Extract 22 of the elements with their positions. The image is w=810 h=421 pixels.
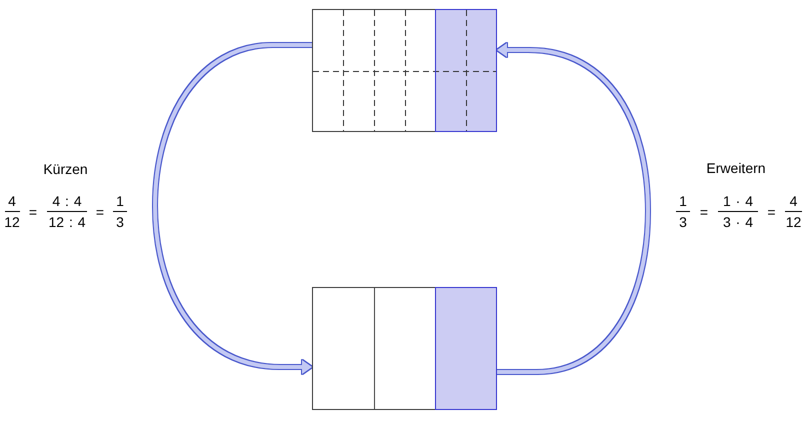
denominator: 3 · 4 bbox=[723, 214, 753, 230]
operation-label: Erweitern bbox=[706, 160, 766, 176]
equals-sign: = bbox=[767, 204, 776, 220]
divided-rectangle-drawing bbox=[312, 9, 497, 132]
denominator: 12 : 4 bbox=[48, 214, 86, 230]
divided-rectangle-drawing bbox=[312, 287, 497, 410]
numerator: 1 bbox=[679, 193, 687, 209]
curved-arrow bbox=[153, 43, 312, 374]
numerator: 1 bbox=[116, 193, 124, 209]
numerator: 4 bbox=[8, 193, 16, 209]
numerator: 4 : 4 bbox=[52, 193, 82, 209]
denominator: 3 bbox=[116, 214, 124, 230]
equals-sign: = bbox=[28, 204, 38, 220]
operation-label: Kürzen bbox=[43, 161, 88, 177]
numerator: 4 bbox=[790, 193, 798, 209]
equals-sign: = bbox=[700, 204, 708, 220]
numerator: 1 · 4 bbox=[723, 193, 753, 209]
denominator: 12 bbox=[786, 214, 802, 230]
denominator: 3 bbox=[679, 214, 687, 230]
curved-arrow bbox=[497, 43, 650, 374]
equals-sign: = bbox=[96, 204, 104, 220]
denominator: 12 bbox=[4, 214, 20, 230]
